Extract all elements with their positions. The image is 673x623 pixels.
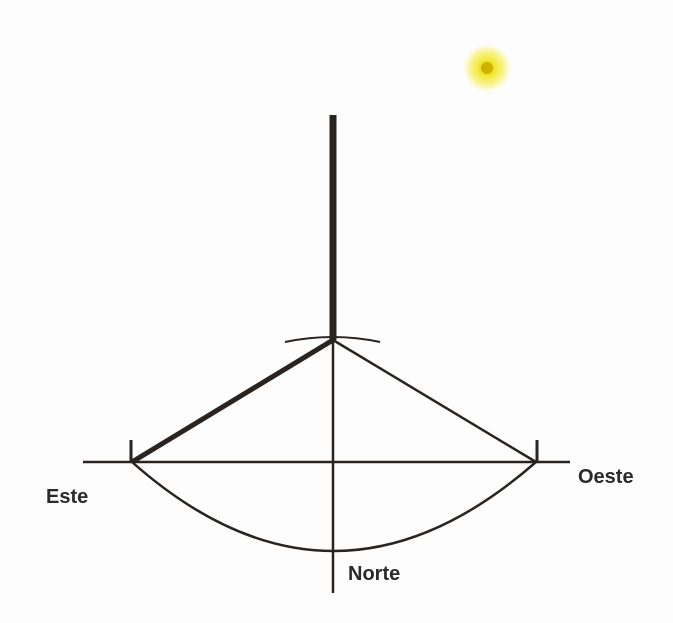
- shadow-line-east: [132, 340, 333, 462]
- label-norte: Norte: [348, 564, 400, 584]
- label-este: Este: [46, 487, 88, 507]
- sun-icon: [461, 42, 513, 94]
- shadow-line-west: [333, 340, 536, 462]
- label-oeste: Oeste: [578, 467, 634, 487]
